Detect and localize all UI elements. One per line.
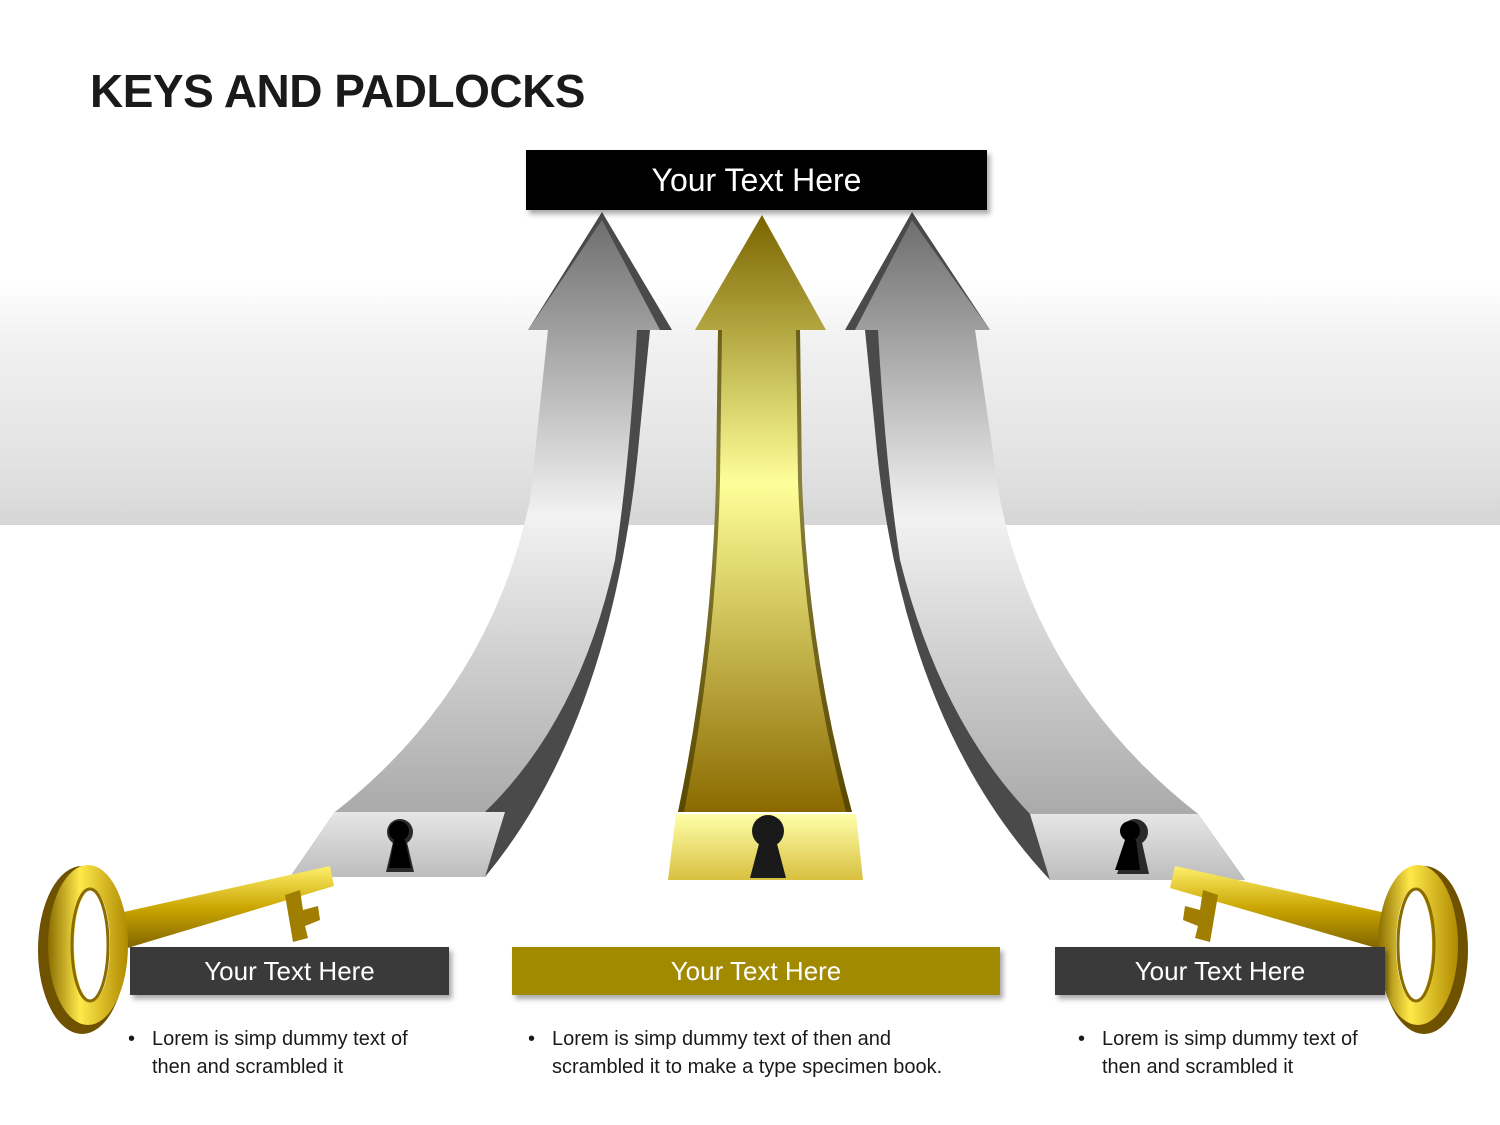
keyhole-icon bbox=[750, 815, 786, 878]
center-label: Your Text Here bbox=[512, 947, 1000, 995]
center-bullets: Lorem is simp dummy text of then and scr… bbox=[528, 1025, 988, 1081]
keyhole-icon bbox=[1115, 819, 1149, 874]
top-label: Your Text Here bbox=[526, 150, 987, 210]
center-arrow bbox=[668, 215, 863, 880]
key-icon bbox=[1170, 865, 1468, 1034]
left-label: Your Text Here bbox=[130, 947, 449, 995]
bullet-item: Lorem is simp dummy text of then and scr… bbox=[128, 1025, 428, 1081]
left-bullets: Lorem is simp dummy text of then and scr… bbox=[128, 1025, 428, 1081]
bullet-item: Lorem is simp dummy text of then and scr… bbox=[528, 1025, 988, 1081]
bullet-item: Lorem is simp dummy text of then and scr… bbox=[1078, 1025, 1378, 1081]
right-label: Your Text Here bbox=[1055, 947, 1385, 995]
left-arrow bbox=[290, 212, 672, 877]
page-title: KEYS AND PADLOCKS bbox=[90, 65, 585, 117]
right-arrow bbox=[845, 212, 1245, 880]
keyhole-icon bbox=[386, 819, 414, 872]
right-bullets: Lorem is simp dummy text of then and scr… bbox=[1078, 1025, 1378, 1081]
key-icon bbox=[38, 865, 334, 1034]
